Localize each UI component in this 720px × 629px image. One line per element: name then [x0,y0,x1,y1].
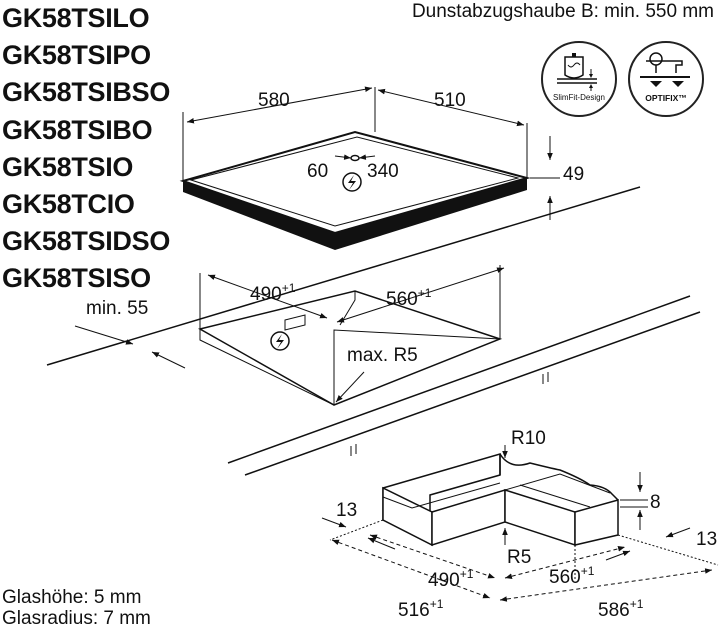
hood-distance-note: Dunstabzugshaube B: min. 550 mm [411,1,714,22]
optifix-clip-icon [640,52,690,87]
frame-detail-drawing: R10 R5 8 13 13 490+1 560+1 516+1 5 [321,428,719,621]
cutout-depth: 560+1 [386,286,432,310]
model-name: GK58TCIO [2,189,135,220]
frame-outer-width: 516+1 [398,597,444,621]
hob-depth: 510 [434,90,466,111]
model-name: GK58TSIO [2,151,134,182]
hob-connection-y: 340 [367,161,399,182]
cutout-min-edge: min. 55 [86,298,148,319]
frame-depth-8: 8 [650,492,661,513]
optifix-label: OPTIFIX™ [645,93,687,103]
electric-connection-icon [342,172,362,192]
cutout-radius: max. R5 [347,345,418,366]
slimfit-label: SlimFit-Design [552,93,605,102]
frame-inner-width: 490+1 [428,567,474,591]
slimfit-pot-icon [557,53,597,91]
frame-inner-depth: 560+1 [549,564,595,588]
model-name: GK58TSIBO [2,114,153,145]
frame-left-13: 13 [336,500,357,521]
hob-height: 49 [563,164,584,185]
hob-width: 580 [258,90,290,111]
glass-notes: Glashöhe: 5 mm Glasradius: 7 mm [2,587,151,629]
frame-right-13: 13 [696,529,717,550]
slimfit-badge: SlimFit-Design [541,41,617,117]
hob-edge-right [335,178,527,250]
model-name: GK58TSILO [2,3,150,33]
model-name: GK58TSIPO [2,40,151,71]
glass-radius-note: Glasradius: 7 mm [2,608,151,629]
cutout-width: 490+1 [250,281,296,305]
glass-height-note: Glashöhe: 5 mm [2,587,142,608]
hob-connection-x: 60 [307,161,328,182]
frame-r5: R5 [507,547,531,568]
electric-connection-icon [270,331,290,351]
worktop-cutout-drawing: 490+1 560+1 min. 55 max. R5 [46,186,701,476]
model-name: GK58TSIBSO [2,77,171,108]
hob-edge-left [183,181,335,250]
frame-outer-depth: 586+1 [598,597,644,621]
model-list: GK58TSILO GK58TSIPO GK58TSIBSO GK58TSIBO… [2,0,170,298]
frame-r10: R10 [511,428,546,449]
model-name: GK58TSISO [2,263,151,294]
model-name: GK58TSIDSO [2,226,171,257]
optifix-badge: OPTIFIX™ [628,41,704,117]
hob-drawing: 60 340 580 510 49 [179,86,584,250]
